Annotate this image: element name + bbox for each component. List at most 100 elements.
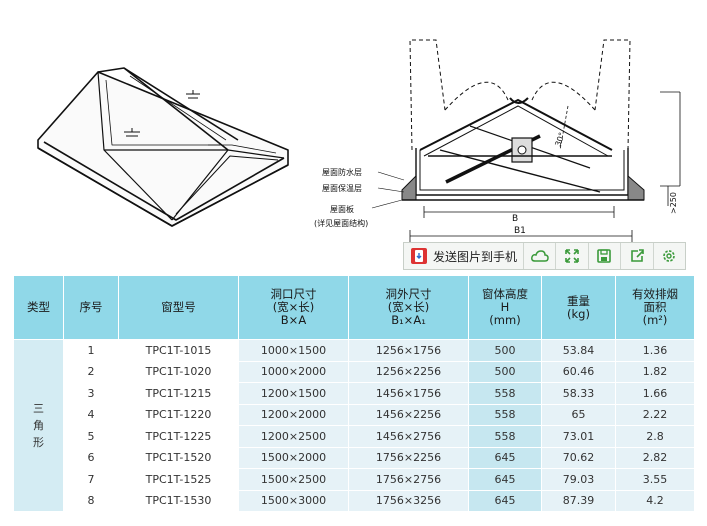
cell-area: 4.2: [615, 489, 695, 512]
cell-opening: 1500×2000: [238, 446, 349, 469]
cell-model: TPC1T-1520: [118, 446, 239, 469]
cell-opening: 1500×3000: [238, 489, 349, 512]
spec-table: 类型 序号 窗型号 洞口尺寸 (宽×长) B×A 洞外尺寸 (宽×长) B₁×A…: [13, 275, 695, 512]
label-waterproof: 屋面防水层: [322, 167, 362, 177]
table-row: 8 TPC1T-1530 1500×3000 1756×3256 645 87.…: [14, 489, 695, 512]
header-opening-size: 洞口尺寸 (宽×长) B×A: [238, 275, 349, 340]
cell-model: TPC1T-1215: [118, 382, 239, 405]
dim-b1: B1: [514, 226, 526, 236]
cell-index: 5: [63, 425, 119, 448]
cell-opening: 1200×2500: [238, 425, 349, 448]
type-value: 三角形: [33, 402, 44, 449]
header-type: 类型: [13, 275, 64, 340]
cell-model: TPC1T-1530: [118, 489, 239, 512]
send-to-phone-button[interactable]: 发送图片到手机: [404, 243, 525, 269]
cell-index: 3: [63, 382, 119, 405]
technical-drawings: 屋面防水层 屋面保温层 屋面板 (详见屋面结构) B B1 30° >250: [37, 39, 681, 242]
cell-height: 558: [468, 403, 542, 426]
cell-height: 500: [468, 339, 542, 362]
table-row: 6 TPC1T-1520 1500×2000 1756×2256 645 70.…: [14, 446, 695, 469]
settings-button[interactable]: [654, 243, 685, 269]
cell-weight: 58.33: [541, 382, 616, 405]
cell-outer: 1456×2756: [348, 425, 469, 448]
header-model: 窗型号: [118, 275, 239, 340]
cell-area: 1.66: [615, 382, 695, 405]
cell-weight: 87.39: [541, 489, 616, 512]
cell-model: TPC1T-1525: [118, 468, 239, 491]
cell-outer: 1256×1756: [348, 339, 469, 362]
cell-weight: 60.46: [541, 360, 616, 383]
table-row: 3 TPC1T-1215 1200×1500 1456×1756 558 58.…: [14, 382, 695, 405]
cell-height: 558: [468, 425, 542, 448]
cell-weight: 53.84: [541, 339, 616, 362]
cell-height: 500: [468, 360, 542, 383]
table-row: 7 TPC1T-1525 1500×2500 1756×2756 645 79.…: [14, 468, 695, 491]
cell-height: 645: [468, 446, 542, 469]
section-drawing: 屋面防水层 屋面保温层 屋面板 (详见屋面结构) B B1 30° >250: [314, 39, 681, 242]
cell-opening: 1000×1500: [238, 339, 349, 362]
cell-opening: 1200×2000: [238, 403, 349, 426]
image-toolbar: 发送图片到手机: [403, 242, 686, 270]
cell-index: 4: [63, 403, 119, 426]
cell-area: 1.36: [615, 339, 695, 362]
settings-icon: [663, 250, 676, 262]
table-row: 4 TPC1T-1220 1200×2000 1456×2256 558 65 …: [14, 403, 695, 426]
cell-outer: 1256×2256: [348, 360, 469, 383]
cell-weight: 65: [541, 403, 616, 426]
save-icon: [597, 249, 612, 263]
cell-model: TPC1T-1225: [118, 425, 239, 448]
cell-model: TPC1T-1020: [118, 360, 239, 383]
header-smoke-area: 有效排烟 面积 (m²): [615, 275, 695, 340]
label-roof-structure-note: (详见屋面结构): [314, 218, 368, 228]
send-to-phone-label: 发送图片到手机: [433, 249, 518, 264]
cell-area: 1.82: [615, 360, 695, 383]
cell-weight: 73.01: [541, 425, 616, 448]
expand-button[interactable]: [556, 243, 589, 269]
cell-weight: 79.03: [541, 468, 616, 491]
cloud-button[interactable]: [524, 243, 557, 269]
cell-area: 2.22: [615, 403, 695, 426]
share-button[interactable]: [621, 243, 654, 269]
cell-opening: 1500×2500: [238, 468, 349, 491]
cell-model: TPC1T-1015: [118, 339, 239, 362]
share-icon: [631, 249, 644, 262]
table-row: 5 TPC1T-1225 1200×2500 1456×2756 558 73.…: [14, 425, 695, 448]
isometric-skylight-drawing: [37, 67, 289, 227]
cell-opening: 1000×2000: [238, 360, 349, 383]
header-outer-size: 洞外尺寸 (宽×长) B₁×A₁: [348, 275, 469, 340]
cell-height: 645: [468, 468, 542, 491]
cell-model: TPC1T-1220: [118, 403, 239, 426]
cell-height: 558: [468, 382, 542, 405]
type-cell: 三角形: [13, 339, 64, 512]
phone-send-icon: [411, 248, 427, 264]
cell-index: 8: [63, 489, 119, 512]
cell-outer: 1756×3256: [348, 489, 469, 512]
label-roof-board: 屋面板: [330, 204, 354, 214]
cell-area: 2.8: [615, 425, 695, 448]
cell-outer: 1456×2256: [348, 403, 469, 426]
cell-outer: 1756×2756: [348, 468, 469, 491]
cell-index: 2: [63, 360, 119, 383]
cell-outer: 1456×1756: [348, 382, 469, 405]
cell-index: 6: [63, 446, 119, 469]
dim-b: B: [512, 214, 518, 224]
cloud-icon: [530, 250, 549, 262]
cell-index: 7: [63, 468, 119, 491]
cell-outer: 1756×2256: [348, 446, 469, 469]
cell-area: 2.82: [615, 446, 695, 469]
table-header-row: 类型 序号 窗型号 洞口尺寸 (宽×长) B×A 洞外尺寸 (宽×长) B₁×A…: [13, 275, 695, 340]
cell-weight: 70.62: [541, 446, 616, 469]
cell-index: 1: [63, 339, 119, 362]
expand-icon: [565, 249, 579, 263]
cell-opening: 1200×1500: [238, 382, 349, 405]
label-insulation: 屋面保温层: [322, 183, 362, 193]
save-button[interactable]: [589, 243, 622, 269]
cell-height: 645: [468, 489, 542, 512]
header-weight: 重量 (kg): [541, 275, 616, 340]
header-index: 序号: [63, 275, 119, 340]
header-height: 窗体高度 H (mm): [468, 275, 542, 340]
table-row: 三角形 1 TPC1T-1015 1000×1500 1256×1756 500…: [13, 339, 695, 512]
angle-label: 30°: [553, 131, 566, 147]
table-row: 2 TPC1T-1020 1000×2000 1256×2256 500 60.…: [14, 360, 695, 383]
cell-area: 3.55: [615, 468, 695, 491]
